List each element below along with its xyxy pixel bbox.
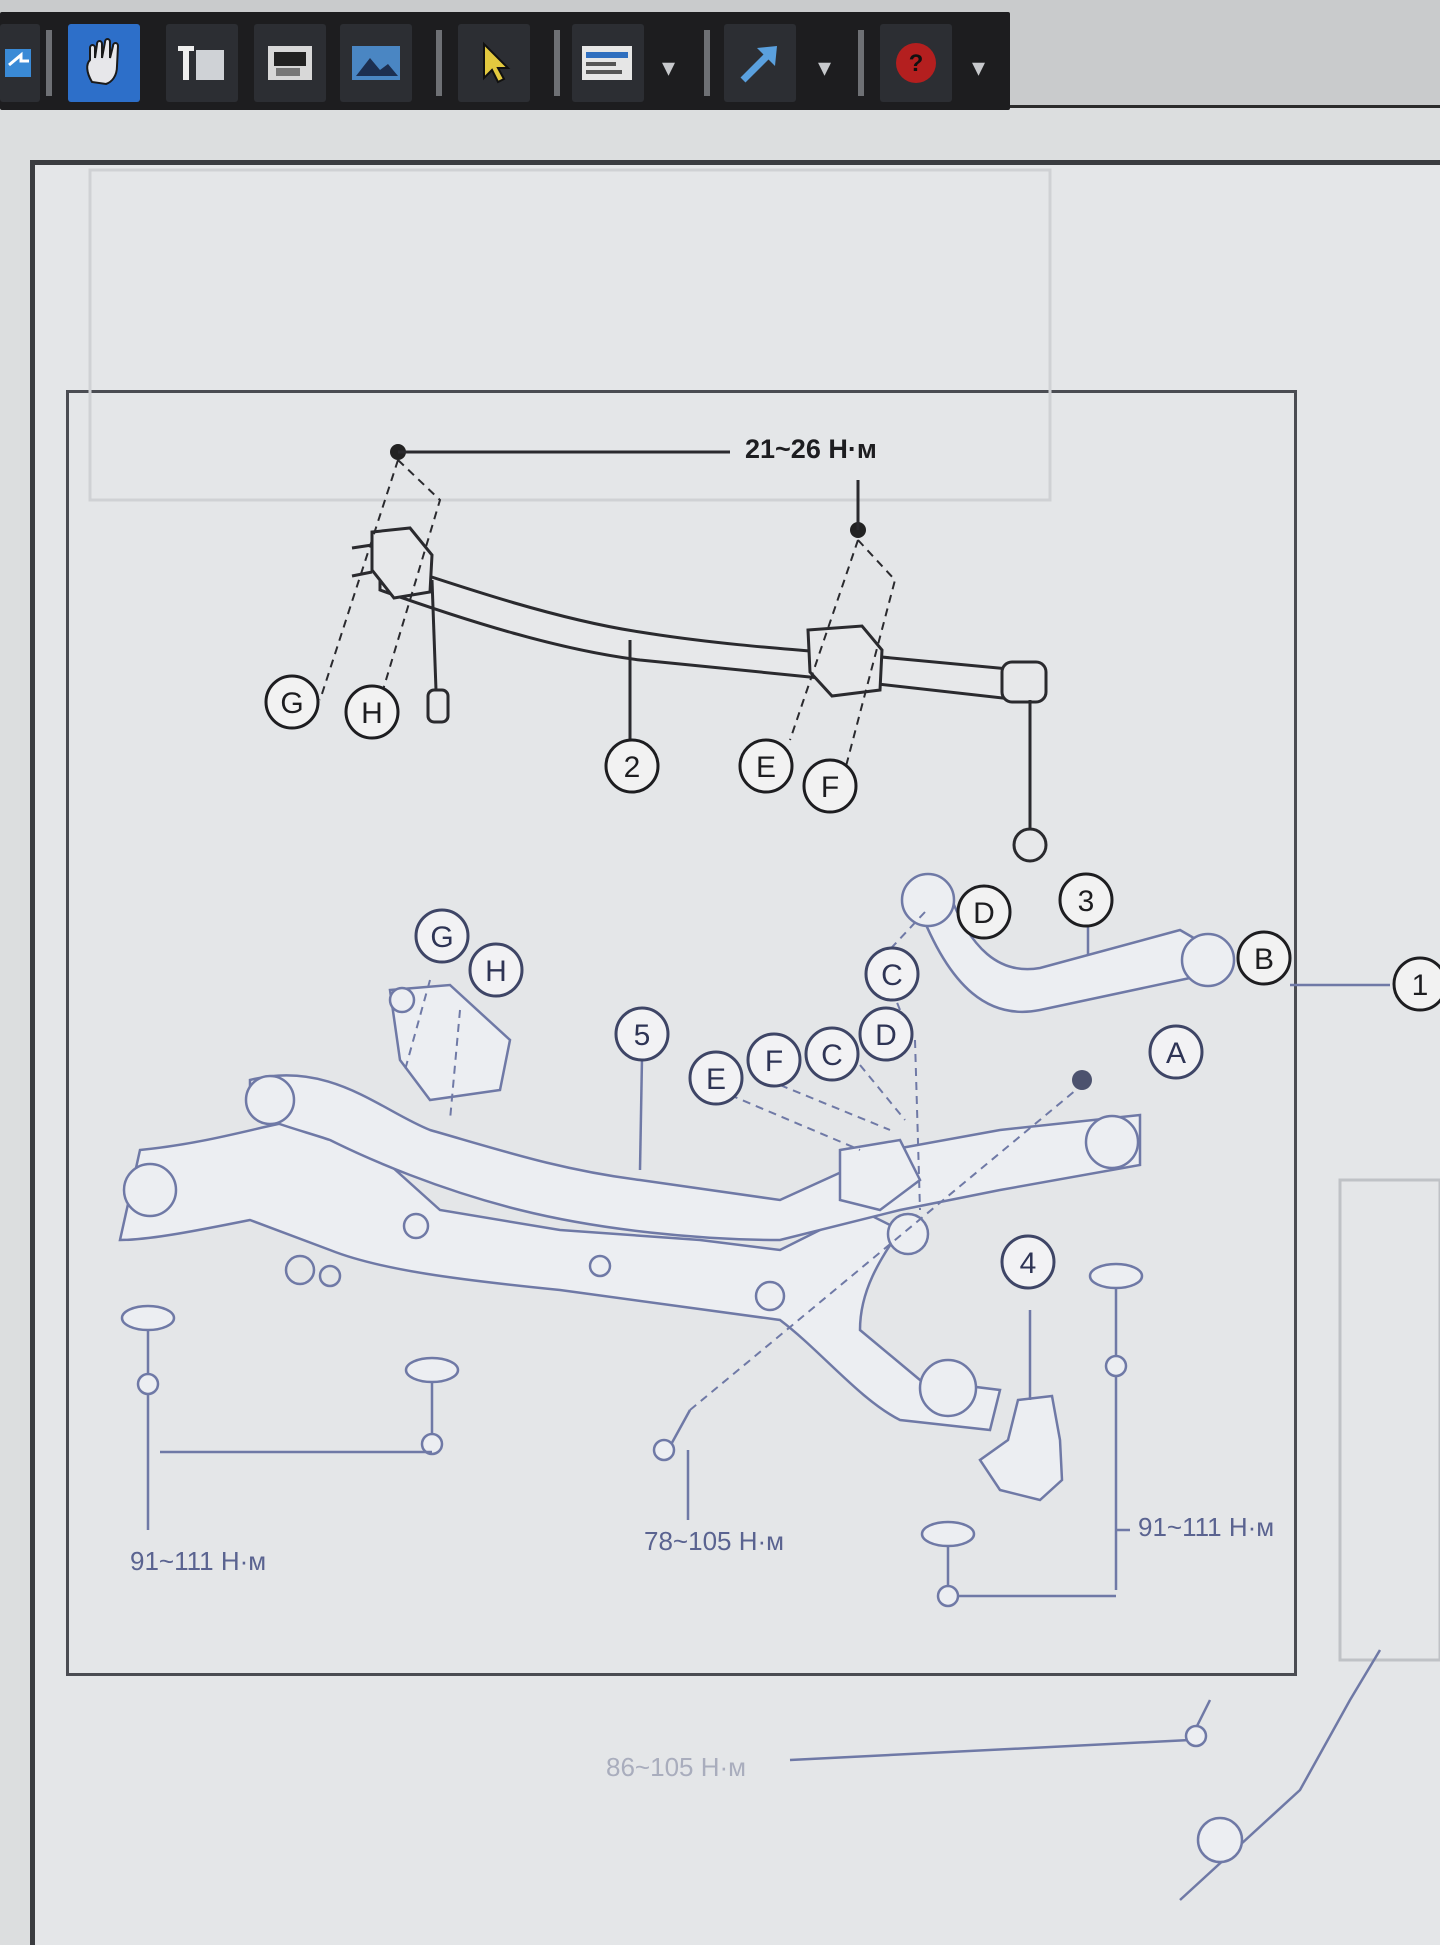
torque-stabilizer-nut: 21~26 Н·м <box>745 434 877 464</box>
chevron-down-icon[interactable]: ▾ <box>972 52 986 82</box>
svg-text:C: C <box>821 1039 843 1072</box>
toolbar-separator <box>858 30 864 96</box>
callout-D-arm: D <box>956 884 1012 940</box>
svg-text:F: F <box>821 771 839 804</box>
callout-E-bottom: E <box>688 1050 744 1106</box>
callout-F-bottom: F <box>746 1032 802 1088</box>
svg-text:E: E <box>706 1063 726 1096</box>
callout-F-top: F <box>802 758 858 814</box>
stabilizer-bar <box>319 444 1048 863</box>
svg-text:G: G <box>280 687 303 720</box>
text-select-icon[interactable] <box>166 24 238 102</box>
svg-text:H: H <box>361 697 383 730</box>
callout-3: 3 <box>1058 872 1114 928</box>
display-icon[interactable] <box>572 24 644 102</box>
arrow-select-icon[interactable] <box>458 24 530 102</box>
link-arrow-icon[interactable] <box>724 24 796 102</box>
svg-text:B: B <box>1254 943 1274 976</box>
hand-tool-icon[interactable] <box>68 24 140 102</box>
toolbar-separator <box>554 30 560 96</box>
svg-text:D: D <box>973 897 995 930</box>
callout-D-bottom: D <box>858 1006 914 1062</box>
toolbar-separator <box>436 30 442 96</box>
svg-text:F: F <box>765 1045 783 1078</box>
svg-text:2: 2 <box>624 751 641 784</box>
torque-subframe-center: 78~105 Н·м <box>644 1526 784 1556</box>
subframe <box>118 911 1382 1901</box>
callout-E-top: E <box>738 738 794 794</box>
svg-text:?: ? <box>909 50 924 77</box>
shock-absorber-outline <box>1338 1178 1440 1662</box>
callout-4: 4 <box>1000 1234 1056 1290</box>
upper-arm <box>900 872 1390 1014</box>
svg-text:3: 3 <box>1078 885 1095 918</box>
svg-text:4: 4 <box>1020 1247 1037 1280</box>
callout-B: B <box>1236 930 1292 986</box>
export-icon[interactable] <box>0 24 40 102</box>
torque-subframe-right: 91~111 Н·м <box>1138 1512 1274 1542</box>
document-page <box>30 160 1440 1945</box>
toolbar-separator <box>704 30 710 96</box>
toolbar: ▾ ▾ ? ▾ <box>0 0 1440 110</box>
snapshot-icon[interactable] <box>254 24 326 102</box>
callout-C-bottom: C <box>804 1026 860 1082</box>
callout-2: 2 <box>604 738 660 794</box>
help-icon[interactable]: ? <box>880 24 952 102</box>
svg-text:A: A <box>1166 1037 1186 1070</box>
callout-1: 1 <box>1392 956 1440 1012</box>
callout-C-arm: C <box>864 946 920 1002</box>
torque-knuckle-bolt: 86~105 Н·м <box>606 1752 746 1782</box>
svg-text:E: E <box>756 751 776 784</box>
diagram-frame <box>66 390 1297 1676</box>
toolbar-separator <box>46 30 52 96</box>
callout-5: 5 <box>614 1006 670 1062</box>
image-icon[interactable] <box>340 24 412 102</box>
svg-text:G: G <box>430 921 453 954</box>
svg-text:D: D <box>875 1019 897 1052</box>
chevron-down-icon[interactable]: ▾ <box>818 52 832 82</box>
svg-text:1: 1 <box>1412 969 1429 1002</box>
torque-subframe-left: 91~111 Н·м <box>130 1546 266 1576</box>
chevron-down-icon[interactable]: ▾ <box>662 52 676 82</box>
svg-text:H: H <box>485 955 507 988</box>
svg-text:C: C <box>881 959 903 992</box>
callout-H-top: H <box>344 684 400 740</box>
callout-A: A <box>1148 1024 1204 1080</box>
callout-G-top: G <box>264 674 320 730</box>
callout-H-bottom: H <box>468 942 524 998</box>
callout-G-bottom: G <box>414 908 470 964</box>
svg-text:5: 5 <box>634 1019 651 1052</box>
